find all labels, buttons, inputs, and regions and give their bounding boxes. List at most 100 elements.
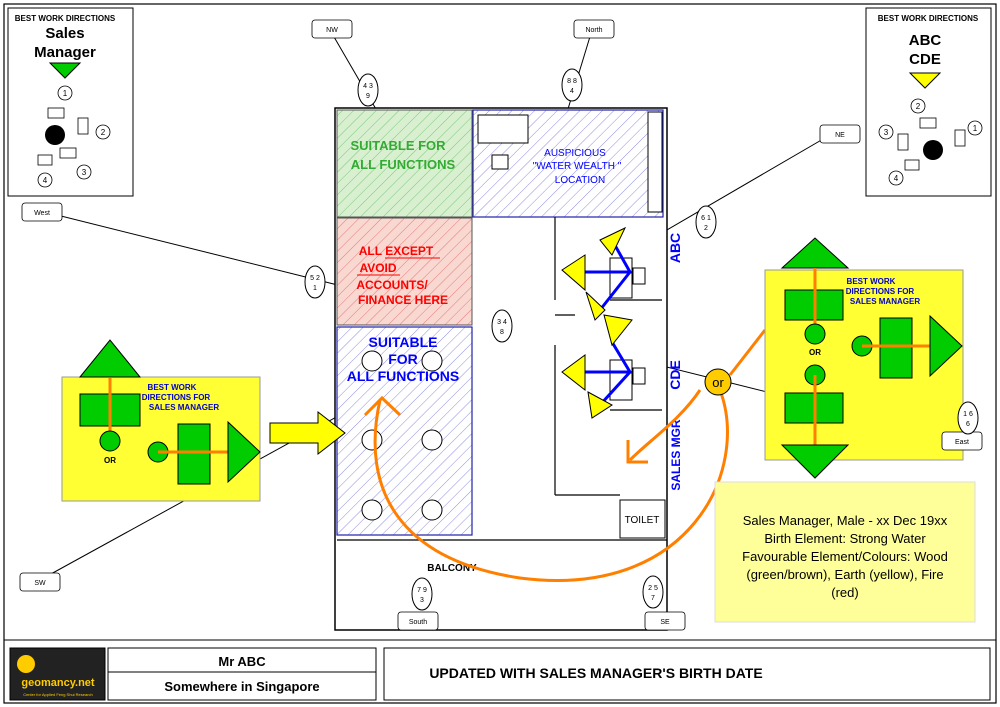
- logo-subtext: Center for Applied Feng Shui Research: [23, 692, 93, 697]
- orange-arc: [373, 389, 729, 582]
- green-room: [336, 109, 473, 218]
- blue-top-line3: LOCATION: [555, 175, 605, 186]
- right-up-triangle: [780, 237, 850, 269]
- toilet-label: TOILET: [625, 515, 660, 526]
- east-label: East: [955, 439, 969, 446]
- counter: [647, 111, 663, 213]
- left-or-label: OR: [104, 456, 116, 465]
- right-right-triangle: [929, 314, 963, 378]
- green-room-line2: ALL FUNCTIONS: [351, 157, 456, 172]
- ne-stars-2: 2: [704, 225, 708, 232]
- outer-frame: [3, 3, 997, 704]
- nw-label: NW: [326, 27, 338, 34]
- se-label: SE: [660, 619, 670, 626]
- se-stars-1: 2 5: [648, 585, 658, 592]
- west-stars-2: 1: [313, 285, 317, 292]
- left-num-3: 3: [82, 168, 87, 177]
- cabinet: [477, 114, 529, 144]
- right-box-heading: BEST WORK DIRECTIONS: [878, 14, 979, 23]
- balcony-label: BALCONY: [427, 563, 477, 574]
- center-stars-1: 3 4: [497, 319, 507, 326]
- abc-desk-label: ABC: [667, 233, 683, 263]
- update-note: UPDATED WITH SALES MANAGER'S BIRTH DATE: [429, 665, 762, 681]
- left-box-compass-icon: [45, 125, 65, 145]
- right-box-compass-icon: [923, 140, 943, 160]
- entry-arrow: [269, 410, 346, 456]
- client-location: Somewhere in Singapore: [164, 679, 319, 694]
- desk-yellow-triangles: [561, 226, 633, 419]
- south-stars-1: 7 9: [417, 587, 427, 594]
- logo-text: geomancy.net: [21, 677, 94, 689]
- info-line-1: Sales Manager, Male - xx Dec 19xx: [743, 513, 948, 528]
- east-stars-1: 1 6: [963, 411, 973, 418]
- location-cell: [107, 671, 377, 701]
- right-or-label: OR: [809, 348, 821, 357]
- left-box-name-2: Manager: [34, 44, 96, 61]
- orange-connector: [728, 329, 767, 376]
- left-box-name-1: Sales: [45, 25, 84, 42]
- west-label: West: [34, 210, 50, 217]
- info-box: [714, 481, 976, 623]
- right-desk-right: [879, 317, 913, 379]
- meeting-tables: [361, 350, 443, 521]
- right-heading-2: DIRECTIONS FOR: [846, 287, 915, 296]
- se-stars-2: 7: [651, 595, 655, 602]
- ne-stars-1: 6 1: [701, 215, 711, 222]
- nw-stars-1: 4 3: [363, 83, 373, 90]
- or-circle-label: or: [712, 375, 724, 390]
- right-box-triangle: [908, 72, 942, 89]
- north-stars-1: 8 8: [567, 78, 577, 85]
- right-num-2: 2: [916, 102, 921, 111]
- right-num-4: 4: [894, 174, 899, 183]
- client-name: Mr ABC: [218, 654, 266, 669]
- right-box-name-2: CDE: [909, 51, 941, 68]
- right-box-name-1: ABC: [909, 32, 942, 49]
- red-room: [336, 217, 473, 326]
- or-circle: [704, 368, 732, 396]
- blue-main-line2: FOR: [388, 351, 418, 367]
- orange-arrowhead-right: [626, 440, 648, 464]
- left-up-triangle: [78, 339, 142, 378]
- east-stars-2: 6: [966, 421, 970, 428]
- center-stars-2: 8: [500, 329, 504, 336]
- desk-direction-lines: [585, 239, 633, 407]
- right-down-triangle: [780, 444, 850, 479]
- nw-stars-2: 9: [366, 93, 370, 100]
- right-num-1: 1: [973, 124, 978, 133]
- abc-cde-direction-box: [865, 7, 992, 197]
- sink: [491, 154, 509, 170]
- info-line-3: Favourable Element/Colours: Wood: [742, 549, 948, 564]
- red-room-line1: ALL EXCEPT: [359, 244, 434, 258]
- ne-label: NE: [835, 132, 845, 139]
- right-num-3: 3: [884, 128, 889, 137]
- info-line-5: (red): [831, 585, 858, 600]
- green-room-line1: SUITABLE FOR: [350, 138, 446, 153]
- logo-yinyang-icon: [17, 655, 35, 673]
- left-num-4: 4: [43, 176, 48, 185]
- sales-manager-direction-box: [7, 7, 134, 197]
- update-cell: [383, 647, 991, 701]
- info-line-4: (green/brown), Earth (yellow), Fire: [746, 567, 943, 582]
- red-room-line2: AVOID: [359, 261, 396, 275]
- direction-tags: [19, 19, 983, 631]
- left-chair-up: [99, 430, 121, 452]
- blue-main-line1: SUITABLE: [369, 334, 438, 350]
- flying-star-ellipses: [304, 68, 979, 611]
- right-heading-1: BEST WORK: [847, 277, 896, 286]
- orange-arrowhead-left: [363, 395, 402, 417]
- left-heading-2: DIRECTIONS FOR: [142, 393, 211, 402]
- left-heading-1: BEST WORK: [148, 383, 197, 392]
- left-right-triangle: [227, 420, 261, 484]
- left-num-1: 1: [63, 89, 68, 98]
- blue-top-line2: "WATER WEALTH ": [533, 161, 622, 172]
- north-label: North: [585, 27, 602, 34]
- south-label: South: [409, 619, 427, 626]
- blue-top-line1: AUSPICIOUS: [544, 148, 606, 159]
- left-box-triangle: [48, 62, 82, 79]
- west-stars-1: 5 2: [310, 275, 320, 282]
- left-heading-3: SALES MANAGER: [149, 403, 219, 412]
- left-desk-right: [177, 423, 211, 485]
- south-stars-2: 3: [420, 597, 424, 604]
- orange-arc-short: [628, 389, 702, 462]
